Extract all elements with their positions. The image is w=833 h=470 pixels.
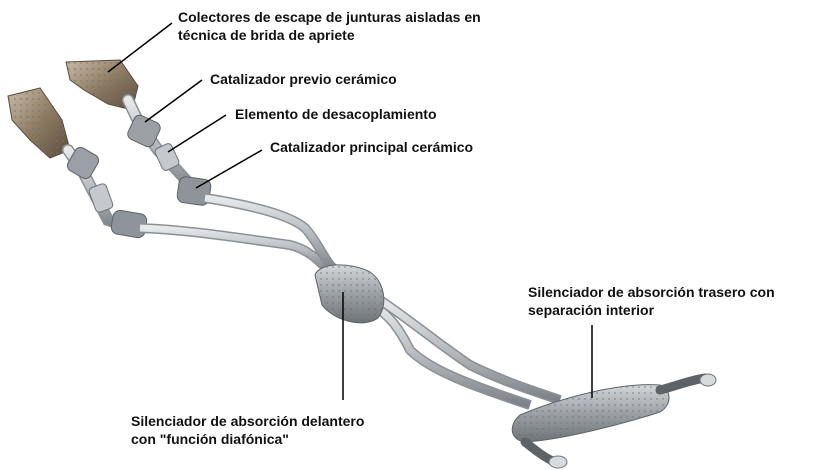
front-muffler (314, 264, 385, 324)
mid-pipes (139, 193, 562, 410)
leader-lines (107, 22, 593, 400)
label-catalizador-principal: Catalizador principal cerámico (270, 139, 474, 155)
tailpipe-right (655, 373, 717, 395)
left-pipe-run (62, 144, 148, 239)
label-silenciador-trasero: Silenciador de absorción trasero con sep… (528, 284, 775, 318)
left-exhaust-manifold (7, 87, 71, 159)
tailpipe-left (520, 437, 568, 469)
leader-catalizador-principal (195, 149, 263, 189)
leader-colectores (107, 22, 173, 73)
right-exhaust-manifold (65, 59, 139, 111)
leader-catalizador-previo (144, 79, 203, 123)
leader-elemento-desacoplamiento (167, 114, 227, 153)
left-pre-catalyst (66, 146, 100, 180)
left-decoupling-element (88, 183, 114, 213)
right-pipe-run (122, 94, 212, 206)
label-silenciador-delantero: Silenciador de absorción delantero con "… (131, 413, 365, 447)
label-elemento-desacoplamiento: Elemento de desacoplamiento (235, 106, 437, 122)
label-colectores: Colectores de escape de junturas aislada… (178, 9, 481, 43)
right-decoupling-element (154, 143, 180, 171)
label-catalizador-previo: Catalizador previo cerámico (210, 71, 397, 87)
